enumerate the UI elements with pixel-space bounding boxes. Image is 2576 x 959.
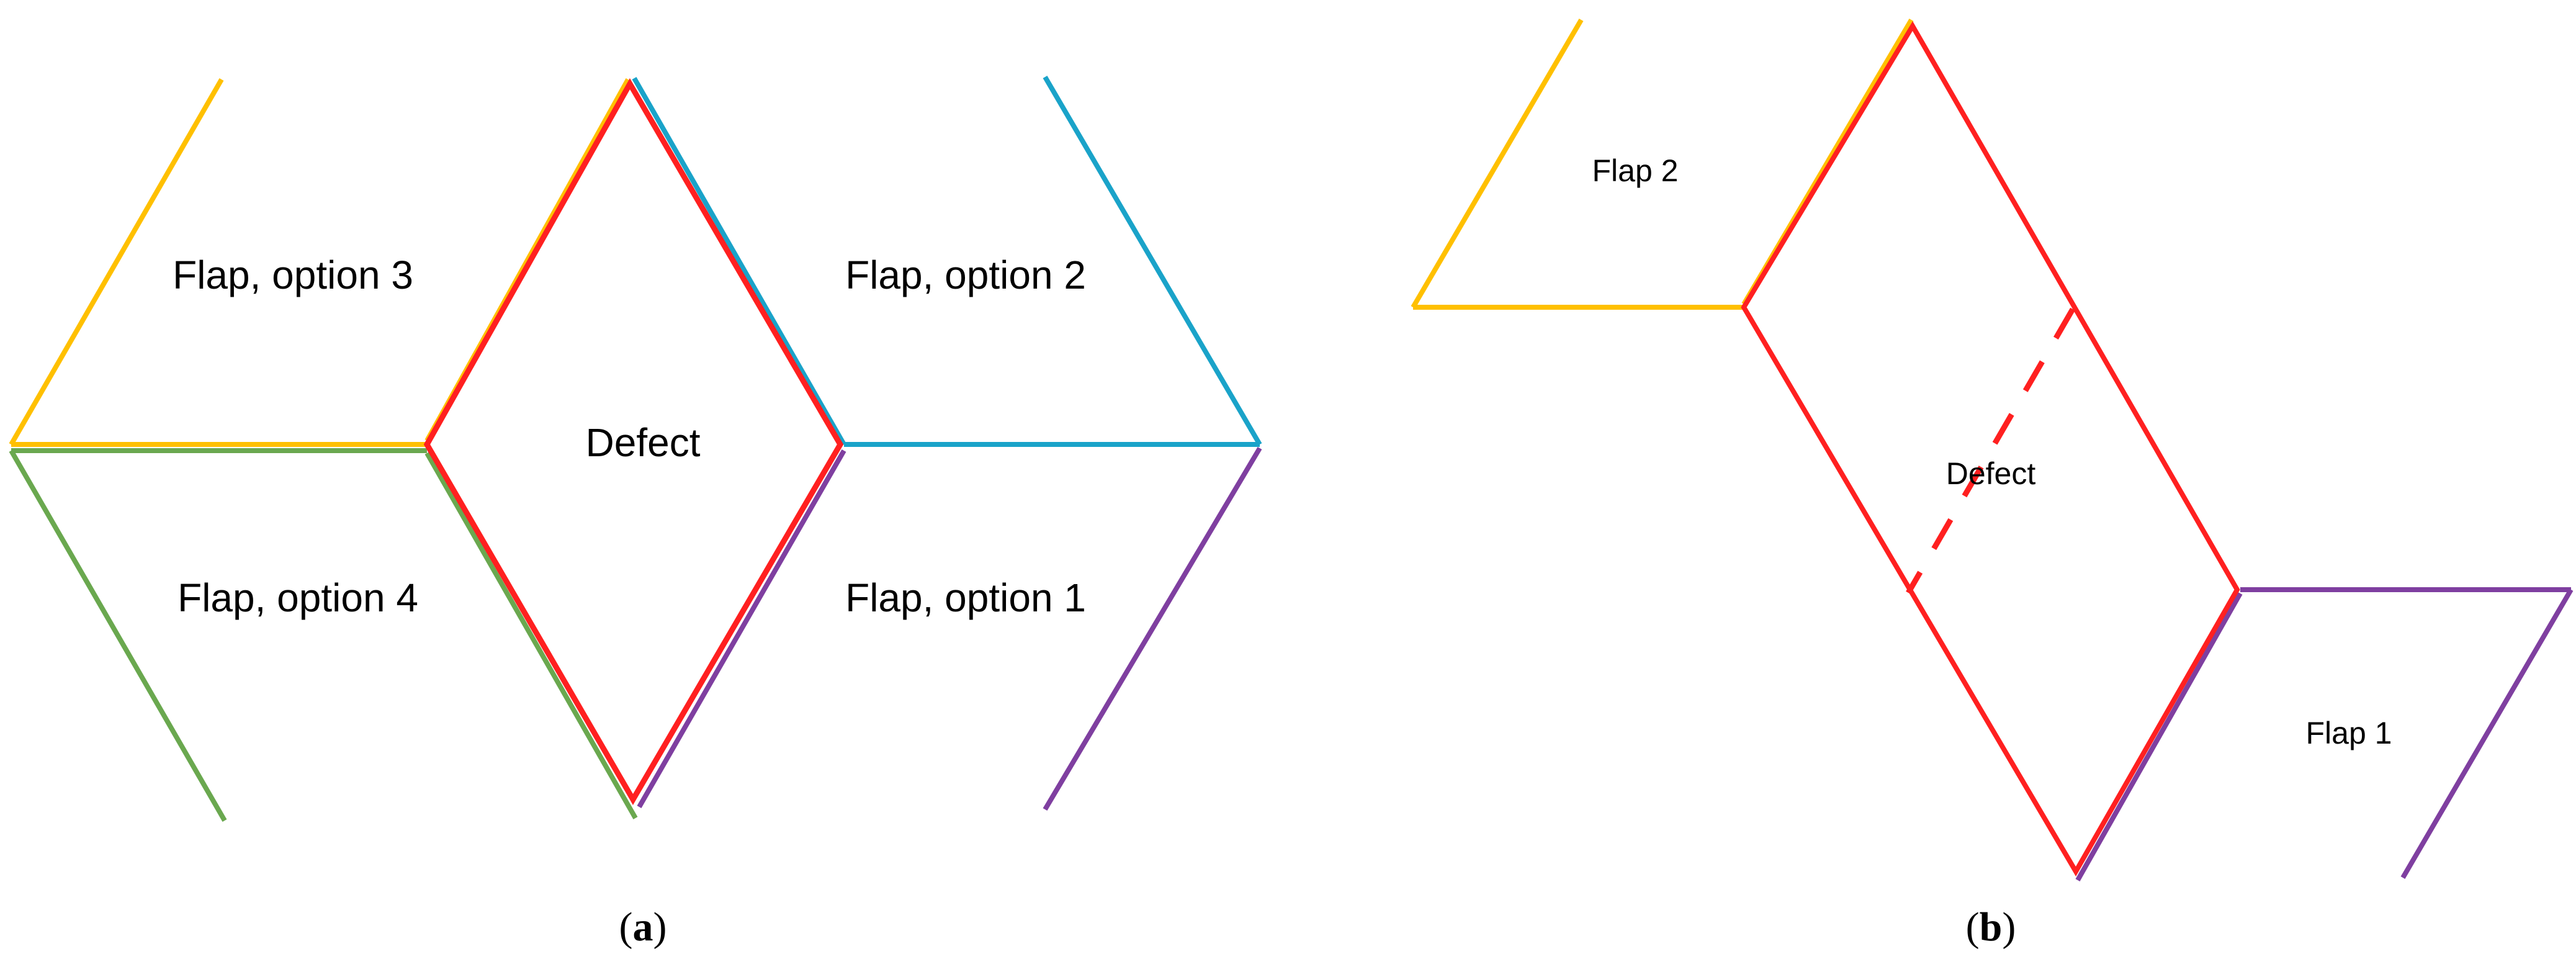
- panel-a: Flap, option 3 Flap, option 2 Defect Fla…: [9, 75, 1262, 950]
- label-defect-a: Defect: [586, 420, 701, 465]
- flap-1-defect-edge: [2075, 592, 2243, 881]
- flap-option-2-outer-edge: [1043, 75, 1262, 446]
- flap-1-outline: [2075, 587, 2574, 881]
- label-flap-option-4: Flap, option 4: [177, 575, 418, 620]
- label-flap-option-1: Flap, option 1: [845, 575, 1086, 620]
- label-flap-2: Flap 2: [1592, 153, 1679, 188]
- flap-1-outer-edge: [2400, 588, 2574, 880]
- defect-division-dashed-line: [1906, 307, 2075, 595]
- flap-option-4-outline: [9, 448, 638, 822]
- flap-option-4-outer-edge: [9, 449, 227, 822]
- flap-option-2-defect-edge: [632, 77, 846, 446]
- flap-option-3-outer-edge: [9, 78, 224, 446]
- defect-parallelogram-b: [1741, 21, 2240, 876]
- flap-2-outer-edge: [1411, 18, 1584, 309]
- panel-b: Flap 2 Defect Flap 1 (b): [1411, 18, 2574, 950]
- label-flap-option-3: Flap, option 3: [173, 253, 413, 297]
- caption-a: (a): [619, 904, 667, 950]
- label-flap-option-2: Flap, option 2: [845, 253, 1086, 297]
- defect-rhombus-a: [423, 78, 844, 805]
- flap-option-1-outline: [637, 446, 1262, 811]
- caption-b: (b): [1966, 904, 2016, 950]
- label-flap-1: Flap 1: [2306, 716, 2392, 750]
- flap-option-1-defect-edge: [637, 449, 846, 808]
- flap-option-2-outline: [632, 75, 1262, 447]
- label-defect-b: Defect: [1946, 456, 2036, 491]
- flap-option-4-defect-edge: [424, 452, 638, 819]
- flap-option-1-outer-edge: [1043, 446, 1262, 811]
